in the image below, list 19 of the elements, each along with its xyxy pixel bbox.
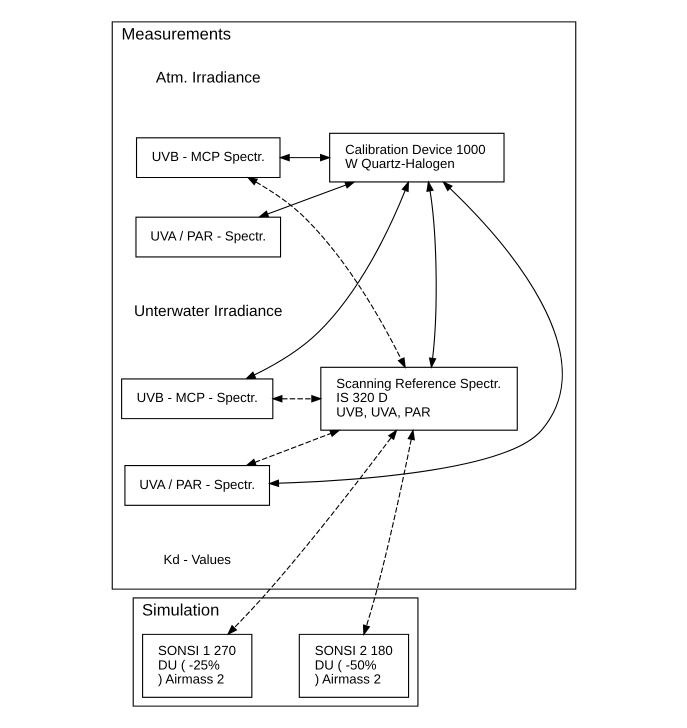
arrow [270, 394, 322, 403]
arrow [362, 428, 414, 636]
node-box: SONSI 2 180 DU ( -50% ) Airmass 2 [298, 634, 409, 698]
arrow [267, 181, 562, 488]
node-box: UVA / PAR - Spectr. [124, 464, 270, 506]
node-box: UVA / PAR - Spectr. [134, 216, 281, 258]
arrow [244, 430, 340, 466]
arrow [278, 154, 331, 162]
label: Unterwater Irradiance [134, 303, 282, 320]
arrow [226, 429, 397, 636]
arrow [257, 181, 356, 218]
node-box: UVB - MCP - Spectr. [120, 378, 273, 420]
node-box: UVB - MCP Spectr. [135, 137, 280, 178]
arrow [426, 180, 436, 369]
node-box: SONSI 1 270 DU ( -25% ) Airmass 2 [142, 634, 252, 698]
node-label: Kd - Values [163, 552, 230, 567]
node-box: Calibration Device 1000 W Quartz-Halogen [328, 132, 504, 182]
label: Atm. Irradiance [155, 69, 260, 86]
node-box: Scanning Reference Spectr. IS 320 D UVB, UVA, PAR [320, 366, 518, 431]
